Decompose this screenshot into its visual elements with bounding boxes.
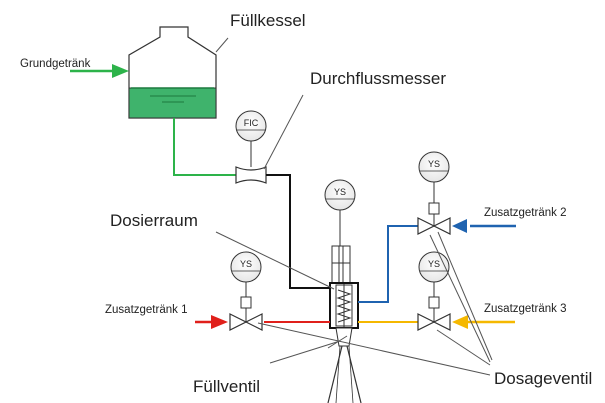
fuellventil-label: Füllventil [193,377,261,396]
ys-instrument-center: YS [324,179,356,211]
durchflussmesser [235,140,267,184]
fic-label: FIC [244,118,259,128]
zusatz1-label: Zusatzgetränk 1 [105,304,188,316]
zusatz2-label: Zusatzgetränk 2 [484,207,567,219]
fic-instrument: FIC [235,110,267,142]
dosageventil-leaders [257,231,493,376]
ys-instrument-1: YS [230,251,262,283]
tank-liquid [128,87,217,119]
ys-label: YS [334,187,346,197]
fuellventil-leader-2 [327,335,348,349]
zusatz3-label: Zusatzgetränk 3 [484,303,567,315]
fuellkessel-leader [215,37,229,53]
green-pipe [173,118,236,176]
ys-label: YS [240,259,252,269]
durchflussmesser-label: Durchflussmesser [310,69,447,88]
dosageventil-label: Dosageventil [494,369,593,388]
grundgetraenk-inlet [70,64,129,78]
dosageventil-1 [229,282,263,331]
ys-instrument-3: YS [418,251,450,283]
ys-label: YS [428,259,440,269]
dosierraum-label: Dosierraum [110,211,198,230]
fuellventil-actuator [331,210,351,285]
ys-instrument-2: YS [418,151,450,183]
zusatz2-line [358,219,516,303]
fuellkessel-label: Füllkessel [230,11,306,30]
ys-label: YS [428,159,440,169]
dosierraum-leader [215,231,335,290]
black-pipe [266,174,330,289]
fuellventil-leader-1 [269,340,341,364]
dosageventil-2 [417,182,451,235]
fuellventil-nozzle [327,327,362,403]
fuellkessel-tank [128,26,217,119]
dosierraum-chamber [329,282,359,329]
dosageventil-3 [417,282,451,331]
zusatz1-line [195,315,330,329]
durchflussmesser-leader [263,94,304,170]
grundgetraenk-label: Grundgetränk [20,58,91,70]
